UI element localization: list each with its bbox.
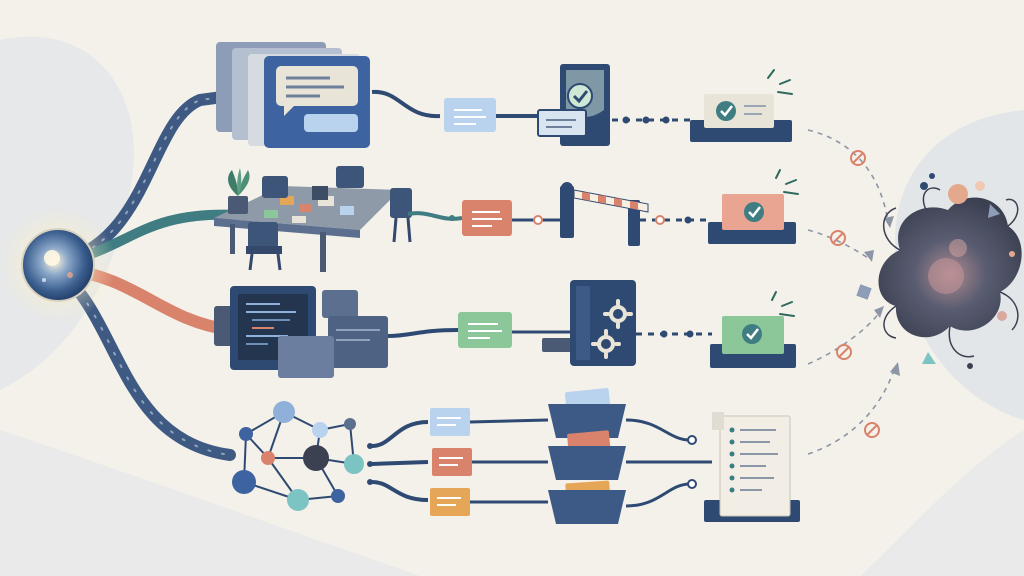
checklist-document [704,412,800,522]
chair [390,188,412,243]
row-meeting [214,166,799,272]
row-graph [232,387,800,524]
gear-machine [542,280,636,366]
data-packet [430,408,470,436]
row-code [214,280,796,378]
source-orb [0,207,116,323]
potted-plant-icon [228,168,250,214]
chair [336,166,364,188]
data-packet [430,488,470,516]
data-packet [432,448,472,476]
row-chat [216,42,793,148]
network-graph [232,401,364,511]
glowing-orb-icon [21,228,95,302]
no-entry-icon [830,150,880,438]
data-packet [444,98,496,132]
rejected-paths [807,129,895,455]
approved-tray [708,169,799,244]
checkmark-icon [744,202,764,222]
chair [246,222,282,271]
barrier-gate [560,182,649,246]
code-servers [214,286,388,378]
approved-tray [690,69,793,142]
checkmark-icon [716,101,736,121]
sorting-bins [548,387,626,524]
gear-icon [597,305,627,353]
shield-check-gate [537,64,610,146]
tangled-cloud-icon [856,173,1022,369]
chair [262,176,288,198]
approved-tray [710,291,796,368]
checkmark-icon [567,83,593,109]
checkmark-icon [742,324,762,344]
stacked-chat-windows [216,42,370,148]
meeting-table [214,166,412,272]
